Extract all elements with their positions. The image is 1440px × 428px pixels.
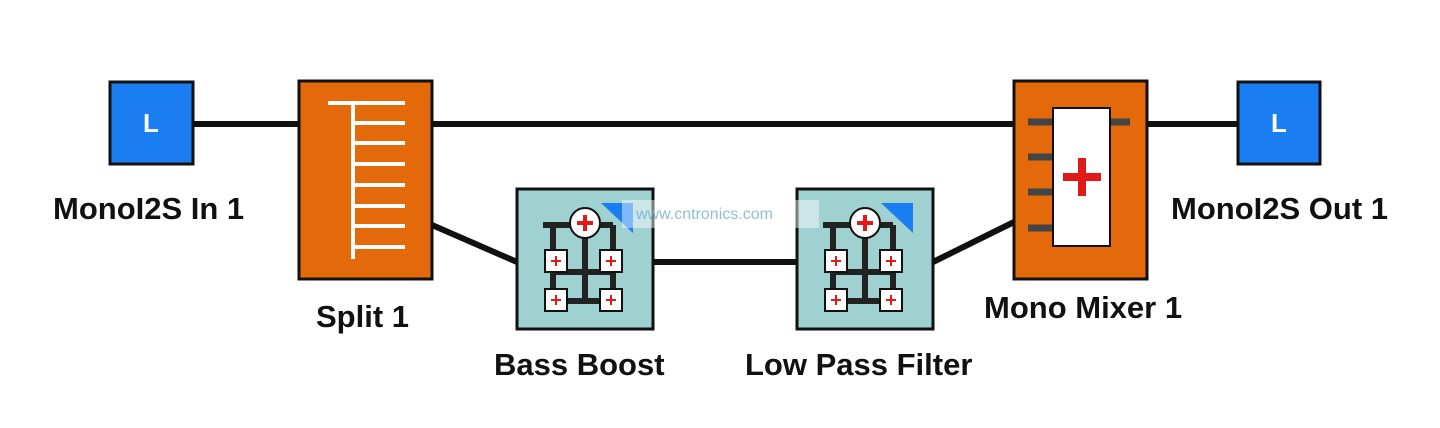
low-pass-filter-block[interactable] (795, 187, 935, 331)
split-icon (328, 101, 405, 259)
wire-split-to-bass (430, 222, 519, 265)
wires (193, 121, 1238, 265)
wire-lpf-to-mixer (931, 219, 1016, 265)
input-port-letter: L (143, 108, 159, 138)
biquad-icon (823, 203, 913, 312)
output-port-letter: L (1271, 108, 1287, 138)
bass-boost-label: Bass Boost (494, 347, 665, 382)
input-port-label: MonoI2S In 1 (53, 191, 244, 226)
output-port-block[interactable]: L (1236, 80, 1322, 166)
low-pass-filter-label: Low Pass Filter (745, 347, 972, 382)
split-body (297, 79, 434, 281)
split-label: Split 1 (316, 299, 409, 334)
mono-mixer-block[interactable] (1012, 79, 1149, 281)
split-block[interactable] (297, 79, 434, 281)
biquad-icon (543, 203, 633, 312)
output-port-label: MonoI2S Out 1 (1171, 191, 1388, 226)
port-l-icon (1236, 80, 1322, 166)
mono-mixer-label: Mono Mixer 1 (984, 290, 1182, 325)
watermark-backdrop (622, 200, 819, 228)
watermark-text: www.cntronics.com (635, 206, 773, 223)
port-l-icon (108, 80, 195, 166)
input-port-block[interactable]: L (108, 80, 195, 166)
mixer-icon (1028, 107, 1130, 247)
bass-boost-block[interactable] (515, 187, 655, 331)
